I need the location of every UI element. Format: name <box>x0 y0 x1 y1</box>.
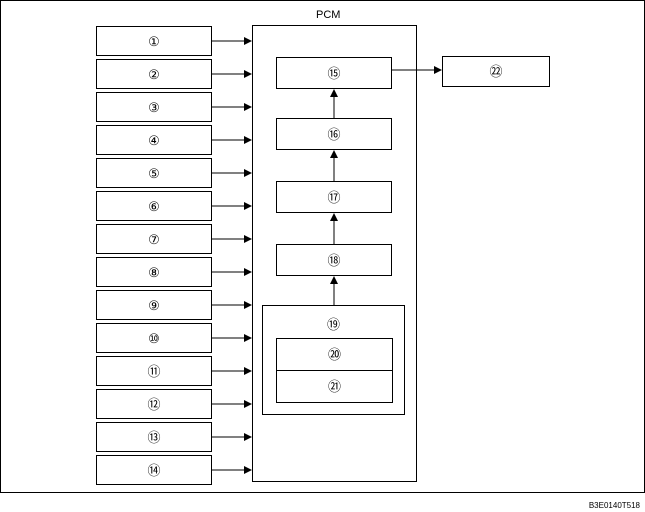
input-box-6: ⑥ <box>96 191 212 221</box>
group-19-label: ⑲ <box>326 317 340 332</box>
input-box-10: ⑩ <box>96 323 212 353</box>
input-arrows <box>212 37 252 474</box>
output-block-22: ㉒ <box>442 56 550 87</box>
pcm-label: PCM <box>316 9 341 21</box>
input-box-9: ⑨ <box>96 290 212 320</box>
input-box-2: ② <box>96 59 212 89</box>
input-box-1: ① <box>96 26 212 56</box>
input-box-4: ④ <box>96 125 212 155</box>
block-16: ⑯ <box>276 118 392 150</box>
input-box-13: ⑬ <box>96 422 212 452</box>
input-box-14: ⑭ <box>96 455 212 485</box>
block-17: ⑰ <box>276 181 392 213</box>
input-box-11: ⑪ <box>96 356 212 386</box>
input-box-8: ⑧ <box>96 257 212 287</box>
input-box-7: ⑦ <box>96 224 212 254</box>
block-15: ⑮ <box>276 57 392 89</box>
block-18: ⑱ <box>276 244 392 276</box>
figure-code: B3E0140T518 <box>588 501 640 510</box>
block-21: ㉑ <box>276 370 393 403</box>
input-box-5: ⑤ <box>96 158 212 188</box>
input-box-12: ⑫ <box>96 389 212 419</box>
input-box-3: ③ <box>96 92 212 122</box>
